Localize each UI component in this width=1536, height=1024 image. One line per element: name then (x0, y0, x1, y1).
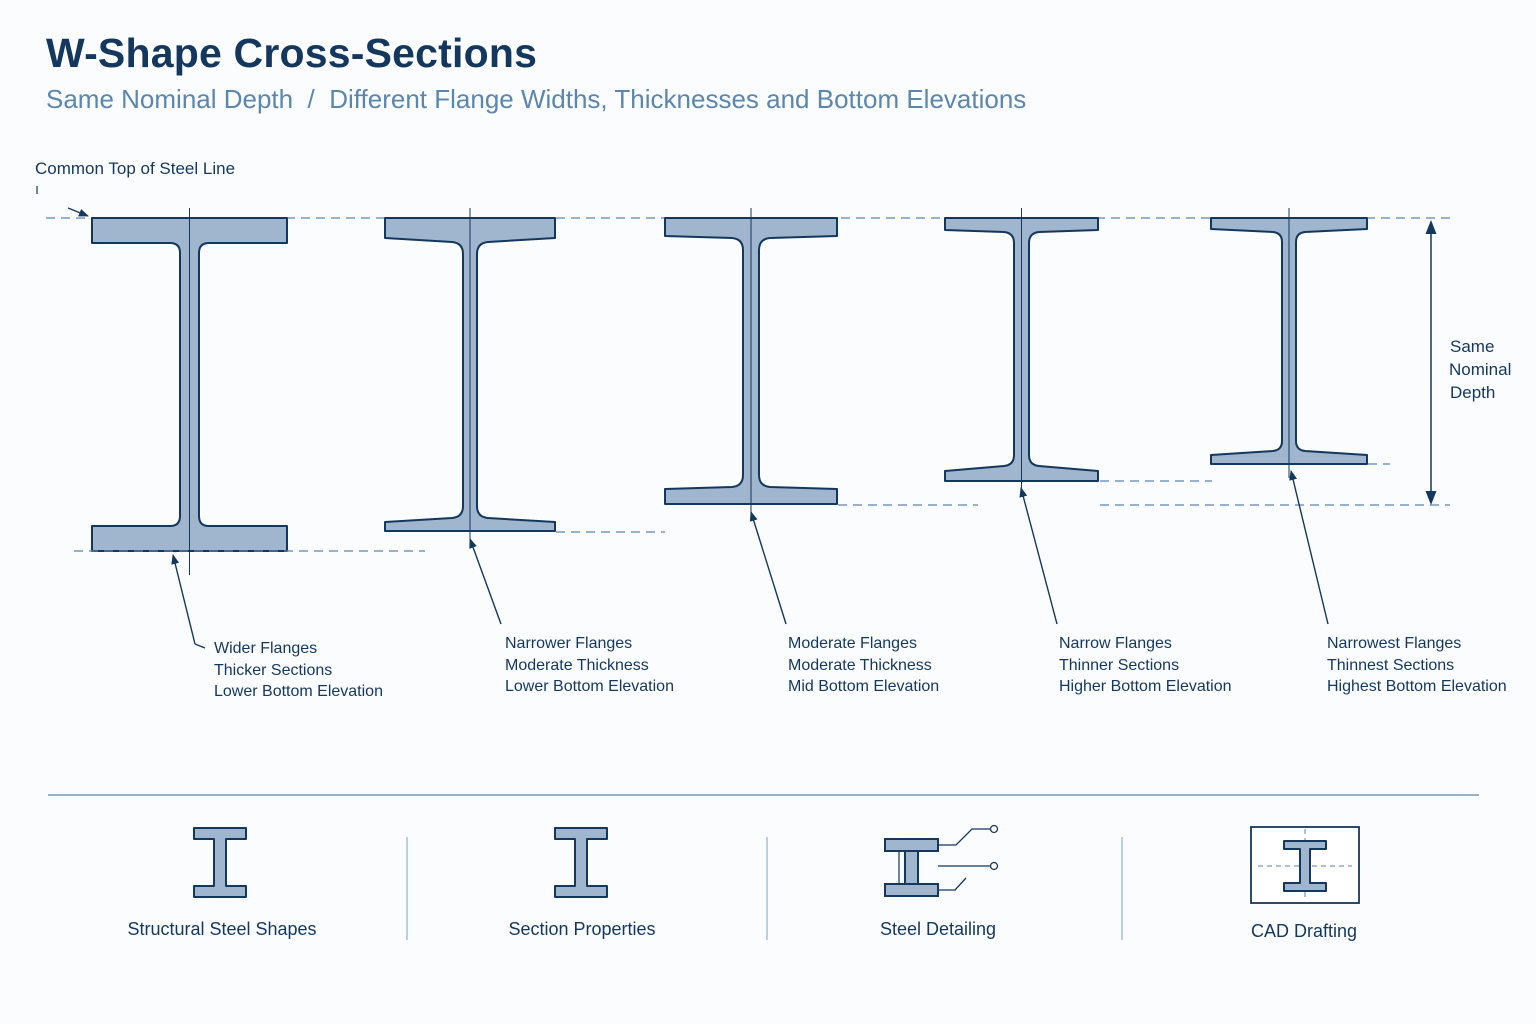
callout-line: Moderate Flanges (788, 635, 917, 652)
top-of-steel-arrow (67, 207, 89, 217)
beam-section-wider-flanges (74, 208, 425, 575)
footer-item-structural-steel-shapes: Structural Steel Shapes (127, 827, 317, 939)
page-title: W-Shape Cross-Sections (46, 30, 538, 76)
callout-narrowest-flanges: Narrowest Flanges Thinnest Sections High… (1327, 635, 1507, 695)
callout-line: Thinnest Sections (1327, 657, 1454, 674)
beam-section-narrower-flanges (384, 208, 665, 545)
beam-section-narrow-flanges (944, 208, 1212, 495)
callout-leader (469, 538, 502, 625)
depth-label-line: Nominal (1449, 360, 1511, 379)
callout-line: Higher Bottom Elevation (1059, 678, 1232, 695)
callout-leader (171, 554, 196, 645)
callout-line: Narrow Flanges (1059, 635, 1172, 652)
nominal-depth-arrow-down (1425, 491, 1437, 505)
callout-leader (1289, 470, 1329, 625)
callout-line: Thinner Sections (1059, 657, 1179, 674)
page-subtitle: Same Nominal Depth / Different Flange Wi… (46, 84, 1027, 114)
callout-line: Lower Bottom Elevation (214, 683, 383, 700)
callout-line: Mid Bottom Elevation (788, 678, 939, 695)
footer-item-steel-detailing: Steel Detailing (880, 824, 999, 939)
footer-label: Structural Steel Shapes (127, 919, 316, 939)
beam-section-narrowest-flanges (1210, 208, 1390, 478)
callout-narrower-flanges: Narrower Flanges Moderate Thickness Lowe… (505, 635, 674, 695)
depth-label-line: Same (1450, 337, 1494, 356)
callout-wider-flanges: Wider Flanges Thicker Sections Lower Bot… (214, 640, 383, 700)
depth-label-line: Depth (1450, 383, 1495, 402)
callout-line: Moderate Thickness (505, 657, 649, 674)
callout-moderate-flanges: Moderate Flanges Moderate Thickness Mid … (788, 635, 939, 695)
footer-item-cad-drafting: CAD Drafting (1250, 826, 1360, 941)
callout-leader-hook (194, 643, 206, 649)
callout-line: Narrowest Flanges (1327, 635, 1461, 652)
callout-leader (749, 511, 787, 625)
callout-leader (1019, 487, 1058, 625)
i-beam-icon (554, 827, 608, 898)
callout-line: Thicker Sections (214, 662, 332, 679)
callout-line: Wider Flanges (214, 640, 317, 657)
callout-line: Lower Bottom Elevation (505, 678, 674, 695)
callout-line: Highest Bottom Elevation (1327, 678, 1507, 695)
callout-narrow-flanges: Narrow Flanges Thinner Sections Higher B… (1059, 635, 1232, 695)
footer-label: Steel Detailing (880, 919, 996, 939)
i-beam-icon (193, 827, 247, 898)
cad-icon (1250, 826, 1360, 904)
footer-label: CAD Drafting (1251, 921, 1357, 941)
footer-label: Section Properties (508, 919, 655, 939)
beam-section-moderate-flanges (664, 208, 978, 520)
top-of-steel-label: Common Top of Steel Line (35, 159, 235, 178)
callout-line: Narrower Flanges (505, 635, 632, 652)
footer-item-section-properties: Section Properties (508, 827, 656, 939)
detailing-icon (884, 824, 999, 897)
nominal-depth-arrow-up (1425, 220, 1437, 234)
callout-line: Moderate Thickness (788, 657, 932, 674)
